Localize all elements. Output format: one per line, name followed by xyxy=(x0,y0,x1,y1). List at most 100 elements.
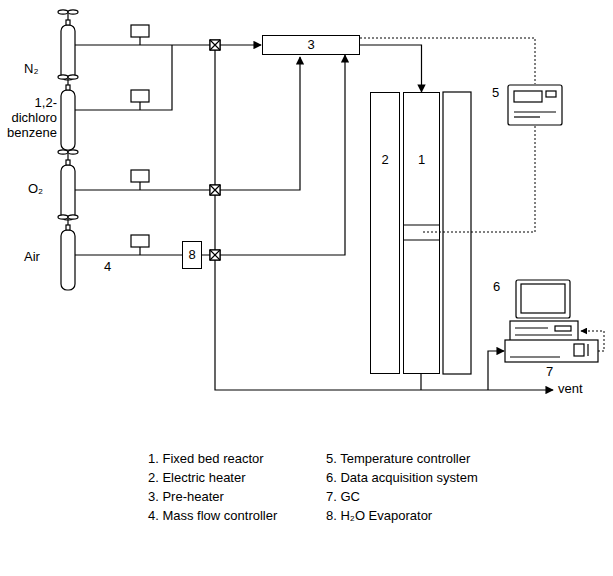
temperature-controller xyxy=(508,85,562,125)
evaporator-box: 8 xyxy=(182,241,202,269)
reactor-detail xyxy=(403,92,471,374)
temperature-controller xyxy=(514,111,556,112)
mass-flow-controller xyxy=(139,182,140,190)
computer xyxy=(521,284,565,313)
temperature-controller xyxy=(508,85,562,125)
gas-cylinder xyxy=(66,225,70,230)
callout-number: 3 xyxy=(307,38,314,53)
computer xyxy=(555,326,571,331)
gas-label: N₂ xyxy=(24,62,38,77)
gas-cylinder xyxy=(67,14,68,20)
flow-line xyxy=(360,45,422,92)
legend-item: 6. Data acquisition system xyxy=(326,471,478,486)
gas-cylinder xyxy=(67,154,68,160)
gas-line xyxy=(420,374,421,390)
gas-cylinder xyxy=(58,10,78,290)
outlet-label: vent xyxy=(558,382,583,397)
gas-chromatograph xyxy=(505,340,598,362)
legend-item: 1. Fixed bed reactor xyxy=(148,452,264,467)
callout-number: 2 xyxy=(381,153,388,168)
legend-item: 5. Temperature controller xyxy=(326,452,470,467)
gas-cylinder xyxy=(66,160,70,165)
callout-number: 4 xyxy=(104,260,111,275)
gas-line xyxy=(488,351,504,390)
gas-cylinder xyxy=(58,75,68,79)
three-way-valve xyxy=(210,250,220,260)
temperature-controller xyxy=(514,116,540,117)
reactor-detail xyxy=(443,92,471,374)
reactor-detail xyxy=(403,239,440,240)
computer xyxy=(510,321,578,341)
legend-item: 8. H₂O Evaporator xyxy=(326,509,432,524)
callout-number: 5 xyxy=(492,86,499,101)
signal-line xyxy=(360,38,535,84)
gas-cylinder xyxy=(58,150,68,154)
gas-cylinder xyxy=(58,215,68,219)
computer xyxy=(515,327,548,328)
gas-cylinder xyxy=(66,20,70,25)
gas-line xyxy=(75,189,210,190)
three-way-valve xyxy=(210,185,220,195)
gas-line xyxy=(220,44,261,45)
gas-line xyxy=(215,50,553,390)
three-way-valve xyxy=(210,250,220,260)
electric-heater: 2 xyxy=(370,92,400,374)
gas-cylinder xyxy=(68,10,78,14)
legend-item: 3. Pre-heater xyxy=(148,490,224,505)
three-way-valve xyxy=(210,40,220,260)
gas-cylinder xyxy=(66,85,70,90)
mass-flow-controller xyxy=(131,235,149,247)
legend-item: 4. Mass flow controller xyxy=(148,509,277,524)
three-way-valve xyxy=(210,185,220,195)
gas-cylinder xyxy=(68,150,78,154)
computer xyxy=(510,280,578,341)
mass-flow-controller xyxy=(139,247,140,255)
gas-chromatograph xyxy=(587,344,588,356)
gas-cylinder xyxy=(67,79,68,85)
mass-flow-controller xyxy=(139,102,140,110)
callout-number: 1 xyxy=(418,153,425,168)
legend-item: 2. Electric heater xyxy=(148,471,246,486)
gas-chromatograph xyxy=(574,344,584,356)
signal-line xyxy=(422,126,535,232)
signal-line xyxy=(360,38,604,351)
gas-line xyxy=(75,45,172,110)
computer xyxy=(515,334,572,335)
gas-cylinder xyxy=(61,165,75,220)
mass-flow-controller xyxy=(131,25,149,255)
gas-label: O₂ xyxy=(28,182,43,197)
gas-chromatograph xyxy=(505,340,598,362)
callout-number: 7 xyxy=(546,365,553,380)
three-way-valve xyxy=(210,185,220,195)
gas-cylinder xyxy=(58,10,68,14)
three-way-valve xyxy=(210,40,220,260)
gas-cylinder xyxy=(61,90,75,150)
gas-line xyxy=(75,44,210,45)
flow-line xyxy=(202,55,345,255)
three-way-valve xyxy=(210,250,220,260)
pre-heater-box: 3 xyxy=(262,35,360,55)
mass-flow-controller xyxy=(131,25,149,37)
gas-line xyxy=(75,254,182,255)
callout-number: 8 xyxy=(188,248,195,263)
gas-line xyxy=(75,45,553,390)
callout-number: 6 xyxy=(493,280,500,295)
mass-flow-controller xyxy=(139,37,140,45)
three-way-valve xyxy=(210,250,220,260)
legend-item: 7. GC xyxy=(326,490,360,505)
mass-flow-controller xyxy=(131,170,149,182)
three-way-valve xyxy=(210,185,220,195)
computer xyxy=(516,280,570,318)
gas-label: Air xyxy=(24,250,40,265)
fixed-bed-reactor: 1 xyxy=(403,92,440,374)
three-way-valve xyxy=(210,40,220,50)
gas-cylinder xyxy=(61,25,75,80)
gas-cylinder xyxy=(61,230,75,290)
gas-cylinder xyxy=(67,219,68,225)
signal-line xyxy=(581,331,604,351)
temperature-controller xyxy=(546,91,556,97)
gas-label: 1,2-dichloro benzene xyxy=(0,96,57,141)
three-way-valve xyxy=(210,40,220,50)
